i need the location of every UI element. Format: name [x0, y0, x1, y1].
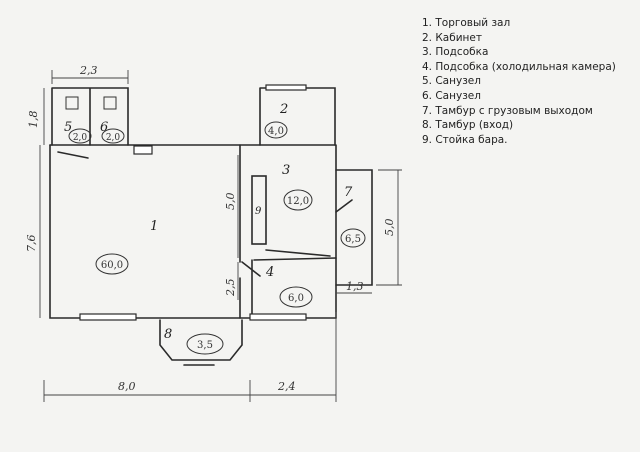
door-toilet5	[57, 151, 89, 159]
area-ellipse-1	[95, 253, 129, 275]
room4-number: 4	[265, 265, 274, 280]
room7-number: 7	[344, 185, 353, 200]
door-hall-room4	[241, 261, 261, 277]
room7-area: 6,5	[345, 234, 361, 245]
room3-room4-divider	[253, 257, 337, 261]
toilet-fixture-6	[103, 96, 117, 110]
area-ellipse-5	[68, 128, 92, 144]
window-toilet	[133, 145, 153, 155]
area-ellipse-7	[340, 228, 366, 248]
room6-number: 6	[100, 120, 108, 135]
legend-item: 3. Подсобка	[422, 46, 489, 59]
room3-number: 3	[282, 163, 290, 178]
area-ellipse-4	[279, 286, 313, 308]
vestibule7-outline	[335, 169, 373, 286]
legend-item: 2. Кабинет	[422, 31, 482, 44]
room2-number: 2	[279, 102, 288, 117]
area-ellipse-6	[101, 128, 125, 144]
area-ellipse-3	[283, 189, 313, 211]
room4-area: 6,0	[288, 293, 304, 304]
window-room2	[265, 84, 307, 91]
room9-number: 9	[255, 206, 262, 217]
vestibule8-outline	[159, 319, 243, 361]
room1-area: 60,0	[101, 260, 123, 271]
dim-room3-height: 5,0	[224, 193, 237, 211]
area-ellipse-2	[264, 121, 288, 139]
room8-number: 8	[164, 327, 172, 342]
legend-item: 7. Тамбур с грузовым выходом	[422, 104, 593, 117]
dim-v7-width: 1,3	[346, 280, 364, 293]
room5-area: 2,0	[73, 133, 88, 143]
dim-hall-height: 7,6	[25, 235, 38, 253]
door-room7	[335, 199, 353, 213]
legend-item: 4. Подсобка (холодильная камера)	[422, 60, 616, 73]
room3-area: 12,0	[287, 196, 309, 207]
dim-top-width: 2,3	[79, 64, 98, 77]
legend-item: 9. Стойка бара.	[422, 133, 508, 146]
legend-item: 5. Санузел	[422, 75, 481, 88]
legend-item: 1. Торговый зал	[422, 17, 511, 29]
room2-area: 4,0	[268, 126, 284, 137]
window-room4	[249, 313, 307, 321]
room1-number: 1	[150, 219, 158, 234]
legend: 1. Торговый зал 2. Кабинет 3. Подсобка 4…	[422, 16, 616, 147]
room6-area: 2,0	[106, 133, 121, 143]
toilets-outline	[51, 87, 129, 146]
dim-line-bottom	[43, 312, 337, 402]
room5-number: 5	[64, 120, 72, 135]
legend-item: 8. Тамбур (вход)	[422, 119, 514, 132]
bar-counter	[251, 175, 267, 245]
dim-bottom-right: 2,4	[277, 380, 296, 393]
window-hall	[79, 313, 137, 321]
dim-v7-height: 5,0	[383, 219, 396, 237]
dim-bottom-left: 8,0	[118, 380, 136, 393]
dim-line-top	[51, 70, 129, 84]
dim-toilet-height: 1,8	[27, 111, 40, 129]
dim-line-v7	[376, 169, 402, 286]
toilet-fixture-5	[65, 96, 79, 110]
area-ellipse-8	[186, 333, 224, 355]
dim-room4-height: 2,5	[224, 279, 237, 298]
room8-area: 3,5	[197, 340, 213, 351]
door-room3	[265, 249, 331, 257]
legend-item: 6. Санузел	[422, 89, 481, 102]
